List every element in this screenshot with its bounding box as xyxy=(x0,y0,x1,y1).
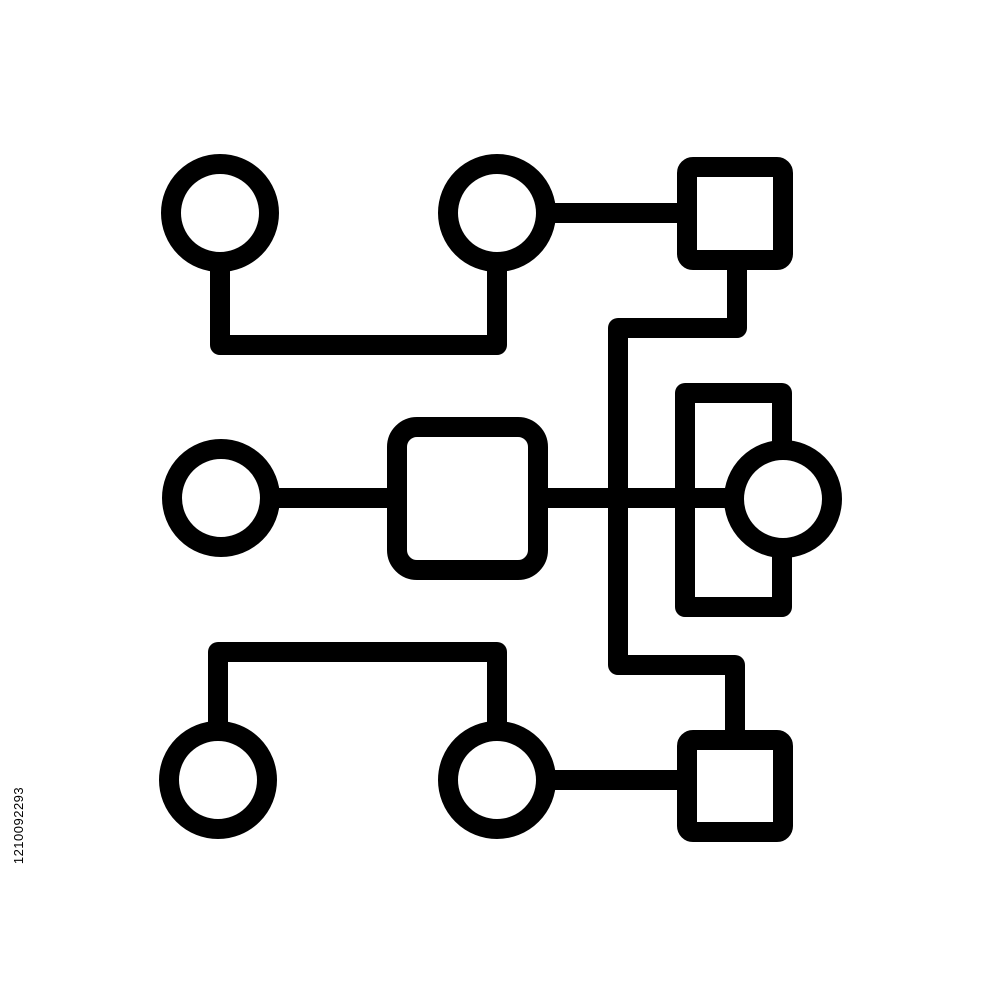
node-circle-top-middle xyxy=(438,154,556,272)
node-circle-bottom-left xyxy=(159,721,277,839)
stock-id-text: 1210092293 xyxy=(11,786,27,864)
node-square-bottom-right xyxy=(677,730,793,842)
edge-c1-c2 xyxy=(210,252,507,355)
node-circle-middle-left xyxy=(162,439,280,557)
stock-id-label: 1210092293 xyxy=(6,750,32,900)
node-square-top-right xyxy=(677,157,793,270)
node-rounded-square-center xyxy=(387,417,548,580)
connector-lines xyxy=(208,203,747,790)
node-circle-middle-right xyxy=(724,440,842,558)
node-circle-top-left xyxy=(161,154,279,272)
node-circle-bottom-middle xyxy=(438,721,556,839)
edge-c5-c6 xyxy=(208,642,507,735)
bracket-rectangle xyxy=(675,383,792,617)
